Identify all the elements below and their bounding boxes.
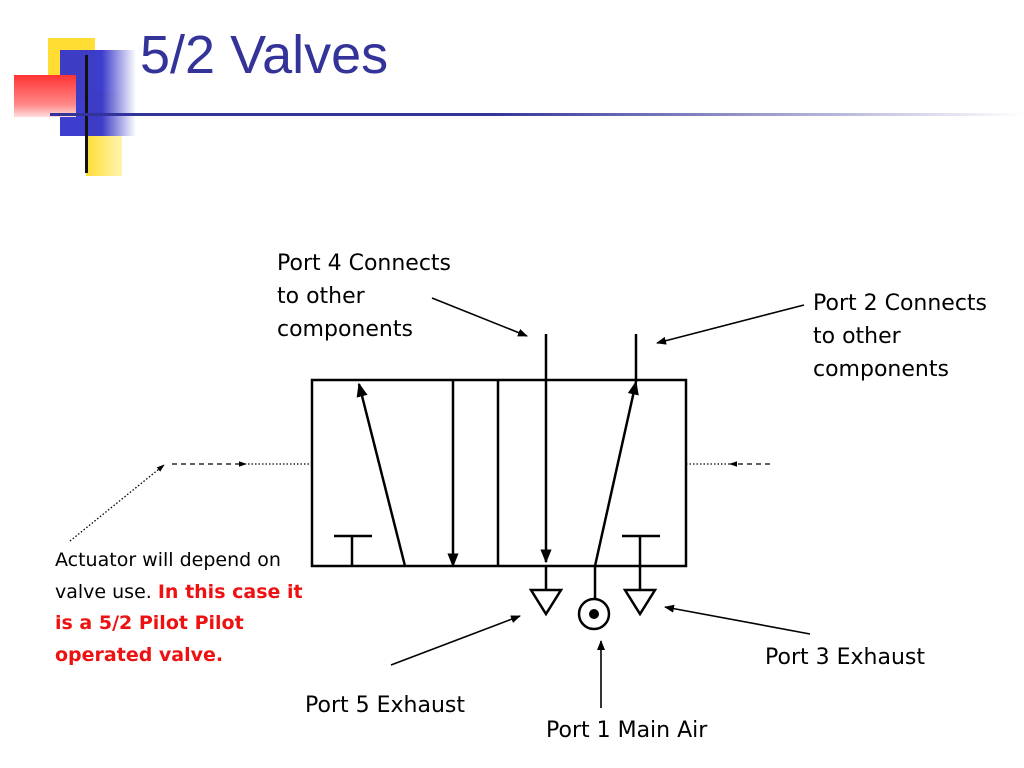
actuator-note: Actuator will depend on valve use. In th… [55,545,305,671]
port-2-label-line-1: Port 2 Connects [813,291,988,316]
deco-red-square [14,75,76,117]
port-4-label-line-2: to other [277,284,365,309]
right-flow-arrow-up [593,380,639,567]
port-4-label-line-1: Port 4 Connects [277,251,452,276]
port-1-supply-dot [589,609,599,619]
port-3-label: Port 3 Exhaust [765,645,925,670]
port-3-exhaust-triangle [622,588,658,617]
port-5-leader [390,615,521,666]
port-2-leader [656,304,805,345]
port-2-label-line-3: components [813,357,949,382]
port-4-leader [431,297,528,337]
actuator-callout-dotted [69,464,165,542]
port-4-label: Port 4 Connects to other components [277,247,451,346]
actuator-note-text: Actuator will depend on valve use. [55,549,281,603]
port-2-label-line-2: to other [813,324,901,349]
left-flow-arrow [356,382,407,567]
port-1-supply-circle [577,597,611,631]
title-rule [50,113,1024,116]
port-2-label: Port 2 Connects to other components [813,287,987,386]
actuator-note-highlight: In this case it is a 5/2 Pilot Pilot ope… [55,580,303,666]
slide-title: 5/2 Valves [140,25,389,85]
port-5-exhaust-triangle [528,588,564,617]
port-1-label: Port 1 Main Air [546,718,708,743]
port-3-leader [664,604,811,635]
port-5-label: Port 5 Exhaust [305,693,465,718]
port-4-label-line-3: components [277,317,413,342]
